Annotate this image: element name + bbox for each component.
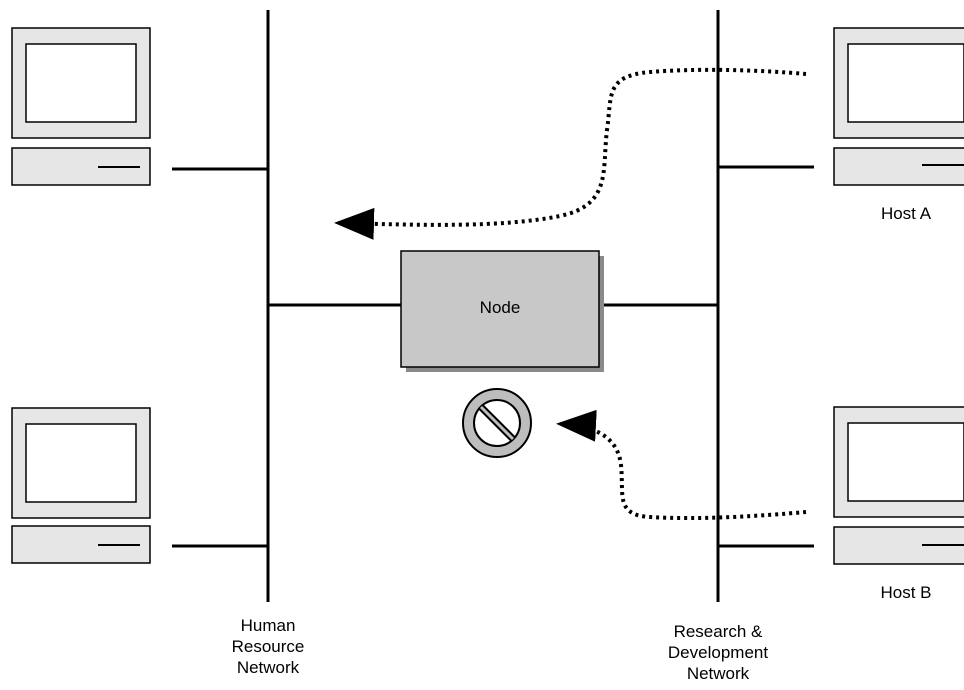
node-box	[400, 250, 604, 372]
prohibited-icon	[462, 388, 532, 458]
host-a-label: Host A	[880, 204, 932, 223]
host-a-computer	[833, 27, 964, 186]
allowed-traffic-path	[334, 67, 807, 240]
node-label: Node	[479, 298, 521, 317]
blocked-traffic-path	[556, 409, 807, 521]
host-b-computer	[833, 406, 964, 565]
human-resource-network-label: Human Resource Network	[231, 616, 305, 677]
computer-bottom-left	[11, 407, 151, 564]
computer-top-left	[11, 27, 151, 186]
rnd-network-label: Research & Development Network	[667, 622, 769, 683]
host-b-label: Host B	[880, 583, 932, 602]
